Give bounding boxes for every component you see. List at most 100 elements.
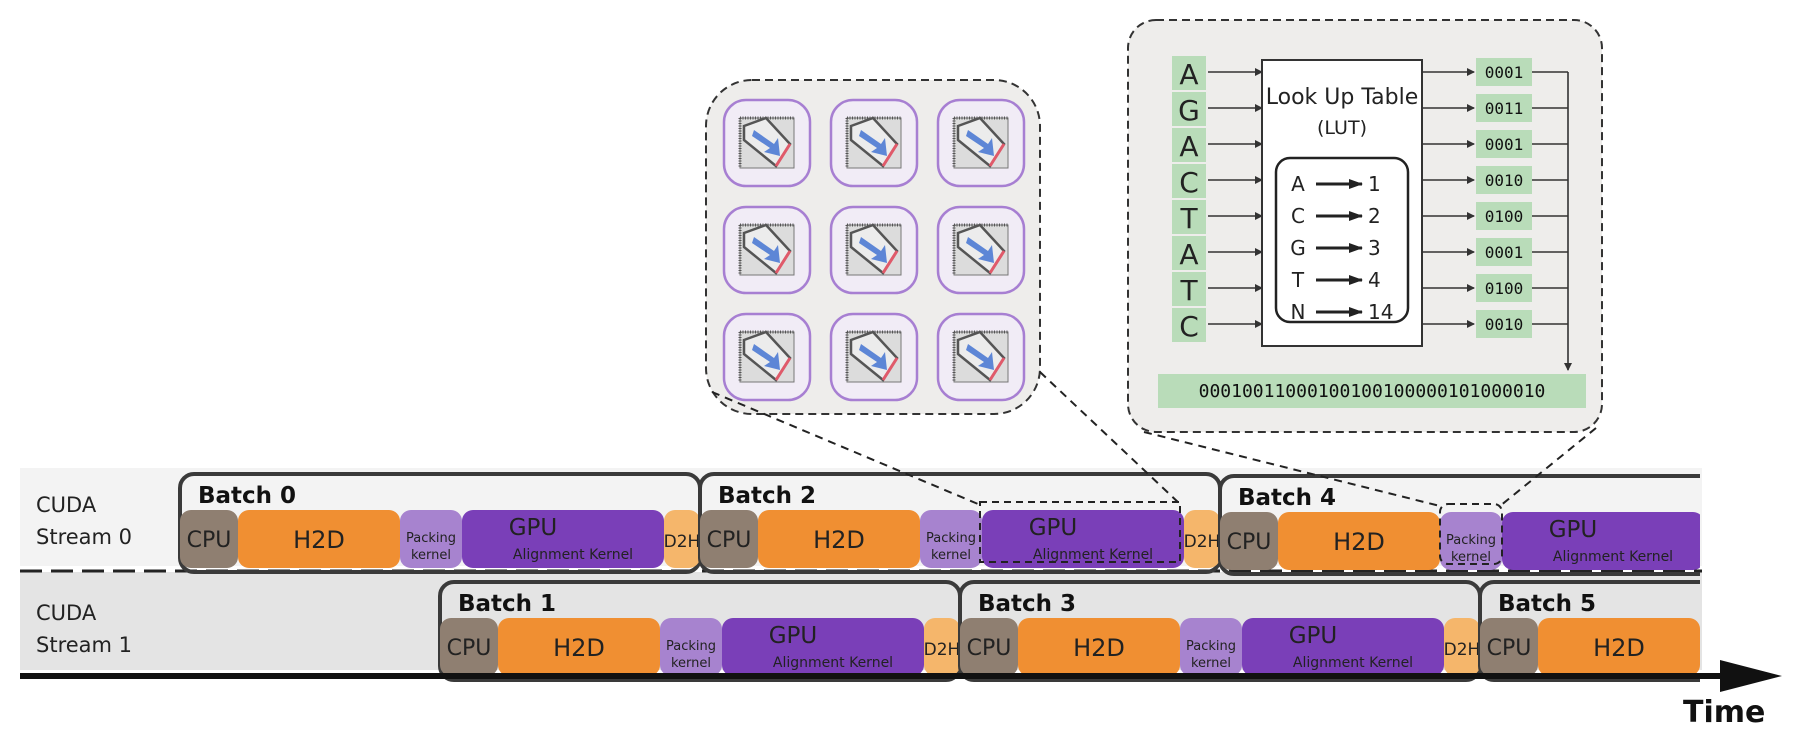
zoom-target-packing-batch4 xyxy=(1439,503,1503,565)
stage-h2d xyxy=(1538,618,1700,676)
core-5 xyxy=(936,205,1026,295)
sequence-cell xyxy=(1172,236,1206,270)
sequence-base: T xyxy=(1179,202,1198,235)
gpu-label: GPU xyxy=(1289,623,1338,649)
packed-sequence-box xyxy=(1158,374,1586,408)
time-label: Time xyxy=(1683,695,1765,730)
cpu-label: CPU xyxy=(187,528,232,553)
stage-d2h xyxy=(1704,512,1740,570)
core-3 xyxy=(722,205,812,295)
batch-title: Batch 5 xyxy=(1498,591,1596,617)
stage-gpu xyxy=(1502,512,1700,570)
cpu-label: CPU xyxy=(1487,636,1532,661)
packing-label-line2: kernel xyxy=(1451,550,1491,565)
arrow-icon xyxy=(966,344,994,370)
zoom-target-gpu-batch2 xyxy=(979,501,1181,563)
sequence-cell xyxy=(1172,128,1206,162)
packing-label-line2: kernel xyxy=(1191,656,1231,671)
zoom-line-lut-left xyxy=(1143,431,1441,507)
core-7 xyxy=(829,312,919,402)
stage-h2d xyxy=(758,510,920,568)
mapping-to: 4 xyxy=(1368,268,1381,292)
stage-d2h xyxy=(1184,510,1220,568)
stage-gpu xyxy=(722,618,924,676)
time-arrow-head xyxy=(1720,660,1782,692)
packing-label-line1: Packing xyxy=(926,531,976,546)
sequence-cell xyxy=(1172,92,1206,126)
sequence-base: G xyxy=(1178,94,1200,127)
code-cell xyxy=(1476,94,1532,122)
d2h-label: D2H xyxy=(1704,534,1741,554)
gpu-sub-label: Alignment Kernel xyxy=(1293,655,1413,671)
sequence-cell xyxy=(1172,272,1206,306)
core-grid xyxy=(722,98,1026,402)
code-value: 0100 xyxy=(1485,207,1524,226)
sequence-base: A xyxy=(1179,130,1198,163)
batch-title: Batch 4 xyxy=(1238,485,1336,511)
lut-title: Look Up Table xyxy=(1266,85,1418,110)
code-cell xyxy=(1476,202,1532,230)
batch-title: Batch 2 xyxy=(718,483,816,509)
packing-label-line2: kernel xyxy=(671,656,711,671)
stage-gpu xyxy=(462,510,664,568)
packing-label-line2: kernel xyxy=(411,548,451,563)
sequence-cell xyxy=(1172,56,1206,90)
code-value: 0100 xyxy=(1485,279,1524,298)
stage-pack xyxy=(660,618,722,676)
stage-h2d xyxy=(238,510,400,568)
sequence-base: C xyxy=(1179,310,1199,343)
arrow-icon xyxy=(859,344,887,370)
packing-label-line2: kernel xyxy=(931,548,971,563)
arrow-icon xyxy=(859,237,887,263)
stage-h2d xyxy=(1018,618,1180,676)
gpu-label: GPU xyxy=(769,623,818,649)
core-0 xyxy=(722,98,812,188)
code-value: 0010 xyxy=(1485,171,1524,190)
sequence-cell xyxy=(1172,164,1206,198)
d2h-label: D2H xyxy=(1444,640,1481,660)
code-cell xyxy=(1476,130,1532,158)
code-value: 0010 xyxy=(1485,315,1524,334)
d2h-label: D2H xyxy=(664,532,701,552)
stream-1-label-line1: CUDA xyxy=(36,601,97,625)
code-cell xyxy=(1476,238,1532,266)
d2h-label: D2H xyxy=(924,640,961,660)
stage-gpu xyxy=(1762,618,1798,676)
cpu-label: CPU xyxy=(967,636,1012,661)
core-4 xyxy=(829,205,919,295)
packing-label-line1: Packing xyxy=(406,531,456,546)
code-value: 0001 xyxy=(1485,63,1524,82)
arrow-icon xyxy=(966,237,994,263)
batch-title: Batch 1 xyxy=(458,591,556,617)
mapping-from: G xyxy=(1290,236,1306,260)
gpu-sub-label: Alignment Kernel xyxy=(1033,547,1153,563)
stage-cpu xyxy=(440,618,498,676)
h2d-label: H2D xyxy=(1333,528,1385,556)
mapping-from: N xyxy=(1291,300,1306,324)
h2d-label: H2D xyxy=(553,634,605,662)
cpu-label: CPU xyxy=(707,528,752,553)
gpu-sub-label: Alignment Kernel xyxy=(1553,549,1673,565)
core-1 xyxy=(829,98,919,188)
stage-pack xyxy=(1180,618,1242,676)
core-6 xyxy=(722,312,812,402)
stream-0-label-line1: CUDA xyxy=(36,493,97,517)
mapping-from: C xyxy=(1291,204,1305,228)
stage-pack xyxy=(1440,512,1502,570)
stage-h2d xyxy=(1278,512,1440,570)
h2d-label: H2D xyxy=(1073,634,1125,662)
gpu-sub-label: Alignment Kernel xyxy=(773,655,893,671)
core-8 xyxy=(936,312,1026,402)
gpu-label: GPU xyxy=(509,515,558,541)
batch-title: Batch 3 xyxy=(978,591,1076,617)
mapping-to: 1 xyxy=(1368,172,1381,196)
packing-label-line1: Packing xyxy=(666,639,716,654)
lut-subtitle: (LUT) xyxy=(1317,117,1367,139)
code-cell xyxy=(1476,166,1532,194)
cpu-label: CPU xyxy=(1227,530,1272,555)
code-cell xyxy=(1476,310,1532,338)
